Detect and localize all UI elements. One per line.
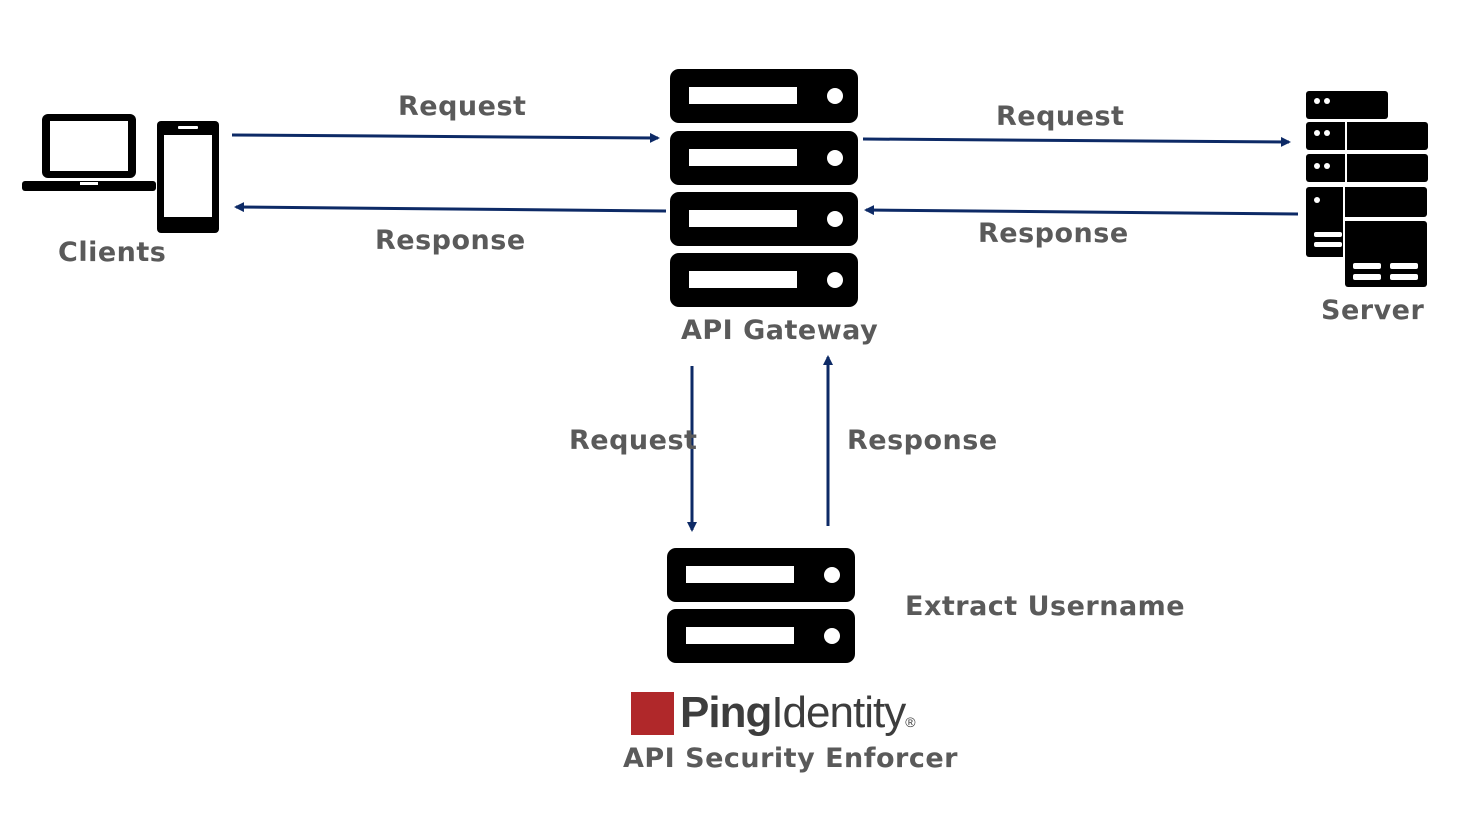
api-security-enforcer-label: API Security Enforcer <box>623 743 959 774</box>
arrow-gateway-to-client <box>234 202 667 213</box>
server-label: Server <box>1321 295 1425 326</box>
api-gateway-server-stack-icon <box>670 69 858 307</box>
request-label-gateway-server: Request <box>996 101 1125 132</box>
clients-label: Clients <box>58 237 167 268</box>
logo-registered-mark: ® <box>905 714 915 730</box>
logo-name-identity: Identity <box>771 688 906 737</box>
api-gateway-label: API Gateway <box>681 315 879 346</box>
arrow-gateway-to-server <box>862 136 1291 147</box>
server-rack-icon <box>1306 91 1428 287</box>
extract-username-label: Extract Username <box>905 591 1186 622</box>
arrow-server-to-gateway <box>864 205 1299 216</box>
ping-identity-logo-square <box>631 692 674 735</box>
arrow-client-to-gateway <box>231 132 660 143</box>
response-label-gateway-client: Response <box>375 225 526 256</box>
response-label-enforcer-gateway: Response <box>847 425 998 456</box>
request-label-gateway-enforcer: Request <box>569 425 698 456</box>
enforcer-server-stack-icon <box>667 548 855 663</box>
request-label-client-gateway: Request <box>398 91 527 122</box>
ping-identity-logo: PingIdentity® <box>680 688 916 738</box>
logo-name-ping: Ping <box>680 688 772 737</box>
laptop-icon <box>22 114 156 191</box>
phone-icon <box>157 121 219 233</box>
response-label-server-gateway: Response <box>978 218 1129 249</box>
